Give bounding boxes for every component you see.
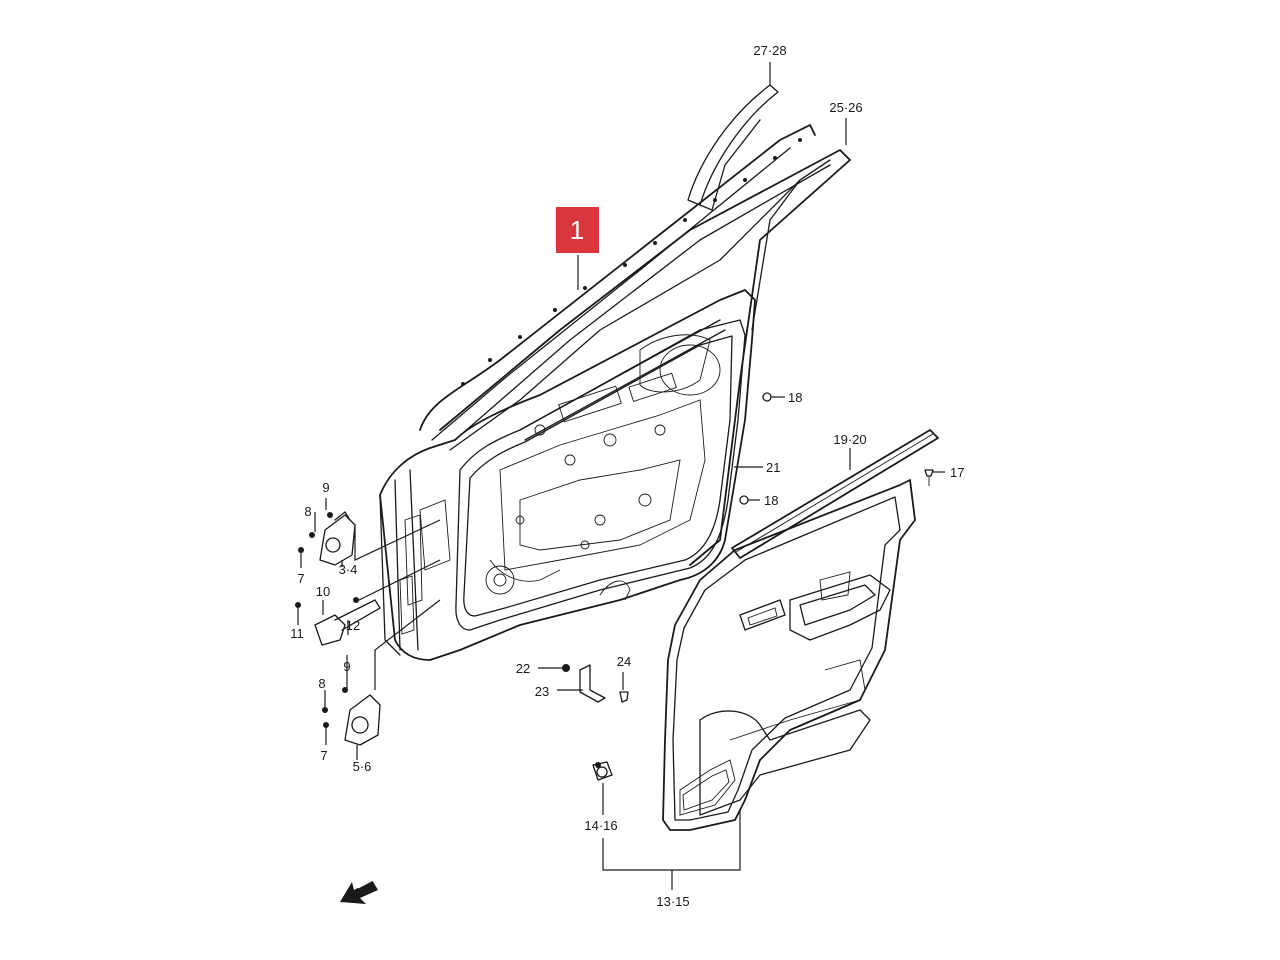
callout-14-16: 14·16	[584, 818, 617, 833]
screw-14-16	[592, 761, 613, 781]
door-check-strap	[295, 597, 381, 646]
callout-24: 24	[617, 654, 631, 669]
callout-21: 21	[766, 460, 780, 475]
callout-25-26: 25·26	[829, 100, 862, 115]
door-opening-weatherstrip	[439, 149, 851, 566]
callout-10: 10	[316, 584, 330, 599]
latch-bracket-23	[579, 664, 606, 703]
lower-hinge	[322, 687, 381, 746]
front-door-shell	[379, 124, 831, 661]
callout-17: 17	[950, 465, 964, 480]
highlight-box[interactable]	[556, 207, 599, 253]
callout-8-lower: 8	[318, 676, 325, 691]
belt-weatherstrip	[731, 429, 939, 559]
callout-3-4: 3·4	[339, 562, 358, 577]
highlight-label: 1	[570, 215, 584, 245]
screw-17	[924, 469, 934, 486]
callout-19-20: 19·20	[833, 432, 866, 447]
callout-7-upper: 7	[297, 571, 304, 586]
callout-5-6: 5·6	[353, 759, 372, 774]
front-direction-arrow-icon	[340, 878, 379, 904]
callout-27-28: 27·28	[753, 43, 786, 58]
upper-hinge	[298, 511, 356, 566]
callout-11: 11	[290, 626, 304, 641]
callout-18-upper: 18	[788, 390, 802, 405]
clip-24	[619, 691, 629, 703]
callout-18-lower: 18	[764, 493, 778, 508]
callout-9-lower: 9	[343, 659, 350, 674]
callout-9-upper: 9	[322, 480, 329, 495]
callout-labels: 27·28 25·26 18 19·20 21 17 18 9 8 7 3·4 …	[290, 43, 964, 909]
callout-22: 22	[516, 661, 530, 676]
highlighted-part-badge[interactable]: 1	[556, 207, 599, 253]
callout-8-upper: 8	[304, 504, 311, 519]
callout-12: 12	[346, 618, 360, 633]
callout-23: 23	[535, 684, 549, 699]
clip-18-lower	[739, 495, 749, 505]
door-trim-panel	[662, 479, 916, 831]
callout-13-15: 13·15	[656, 894, 689, 909]
clip-18-upper	[762, 392, 772, 402]
plug-22	[562, 664, 570, 672]
callout-7-lower: 7	[320, 748, 327, 763]
leader-lines	[297, 62, 945, 890]
